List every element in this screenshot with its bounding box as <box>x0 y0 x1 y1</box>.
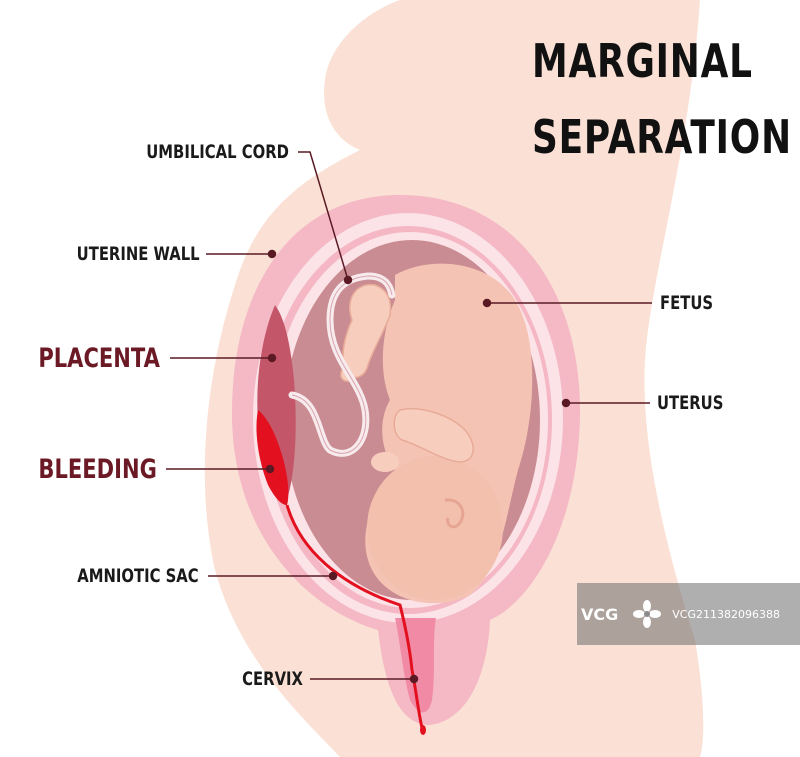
label-bleeding: BLEEDING <box>38 454 157 485</box>
leader-dot-placenta <box>267 353 277 363</box>
label-uterus: UTERUS <box>657 392 724 414</box>
fetus-arm <box>393 408 474 463</box>
watermark-brand: VCG <box>581 604 619 624</box>
bleeding-shape <box>256 410 289 505</box>
leader-dot-bleeding <box>265 464 275 474</box>
label-uterine-wall: UTERINE WALL <box>77 243 200 265</box>
leader-dot-amniotic-sac <box>328 571 338 581</box>
fetus-hand <box>371 452 399 472</box>
leader-dot-uterus <box>561 398 571 408</box>
fetus-leg <box>342 284 392 379</box>
leader-dot-uterine-wall <box>267 249 277 259</box>
leader-umbilical-cord <box>298 151 349 281</box>
title-line-2: SEPARATION <box>532 110 792 164</box>
fetus-ear <box>444 498 465 529</box>
leader-dot-umbilical-cord <box>343 275 353 285</box>
fetus-head <box>367 456 503 600</box>
label-umbilical-cord: UMBILICAL CORD <box>146 141 289 163</box>
label-fetus: FETUS <box>660 292 714 314</box>
cervix-canal <box>395 618 436 713</box>
blood-drop <box>420 725 426 735</box>
blood-trickle <box>285 504 424 729</box>
watermark-id: VCG211382096388 <box>672 607 780 621</box>
title-line-1: MARGINAL <box>532 34 753 88</box>
umbilical-cord-outline <box>291 275 393 454</box>
leader-dot-fetus <box>482 298 492 308</box>
label-cervix: CERVIX <box>242 668 303 690</box>
leader-dot-cervix <box>409 674 419 684</box>
label-placenta: PLACENTA <box>38 343 160 374</box>
label-amniotic-sac: AMNIOTIC SAC <box>77 565 199 587</box>
leader-lines <box>166 151 652 684</box>
watermark: VCG VCG211382096388 <box>577 583 800 645</box>
watermark-flower-icon <box>633 600 662 628</box>
